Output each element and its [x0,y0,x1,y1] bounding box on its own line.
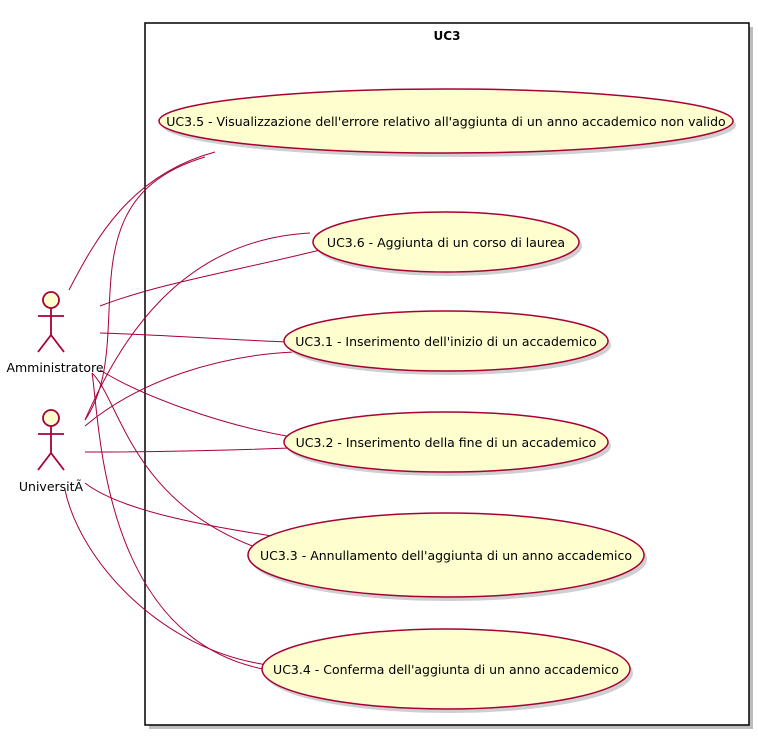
use-case-uc36: UC3.6 - Aggiunta di un corso di laurea [312,211,582,276]
stick-figure-icon [37,291,65,353]
actor-universita: UniversitÃ [19,409,84,494]
link-admin-uc35 [68,151,216,291]
use-case-uc33: UC3.3 - Annullamento dell'aggiunta di un… [247,512,647,601]
link-univ-uc36 [84,232,311,421]
link-univ-uc35 [84,156,206,421]
associations [64,151,321,671]
link-univ-uc32 [84,447,291,453]
use-case-label: UC3.3 - Annullamento dell'aggiunta di un… [260,548,632,563]
link-admin-uc36 [99,249,321,307]
link-univ-uc34 [64,489,269,666]
use-case-label: UC3.2 - Inserimento della fine di un acc… [296,435,597,450]
system-title: UC3 [434,29,461,43]
link-admin-uc33 [91,372,256,548]
actor-label: Amministratore [6,360,103,375]
actor-label: UniversitÃ [19,479,84,494]
actor-amministratore: Amministratore [6,291,104,375]
link-univ-uc33 [84,482,273,537]
use-case-uc35: UC3.5 - Visualizzazione dell'errore rela… [158,88,736,157]
stick-figure-icon [37,409,65,471]
use-case-uc32: UC3.2 - Inserimento della fine di un acc… [283,411,611,476]
use-case-label: UC3.5 - Visualizzazione dell'errore rela… [166,114,725,129]
link-univ-uc31 [84,351,296,427]
use-case-label: UC3.6 - Aggiunta di un corso di laurea [327,235,565,250]
use-case-label: UC3.4 - Conferma dell'aggiunta di un ann… [273,662,619,677]
link-admin-uc31 [99,332,291,343]
use-case-uc31: UC3.1 - Inserimento dell'inizio di un ac… [283,310,611,375]
use-case-label: UC3.1 - Inserimento dell'inizio di un ac… [295,334,597,349]
use-case-uc34: UC3.4 - Conferma dell'aggiunta di un ann… [261,628,633,713]
link-admin-uc32 [99,369,293,438]
